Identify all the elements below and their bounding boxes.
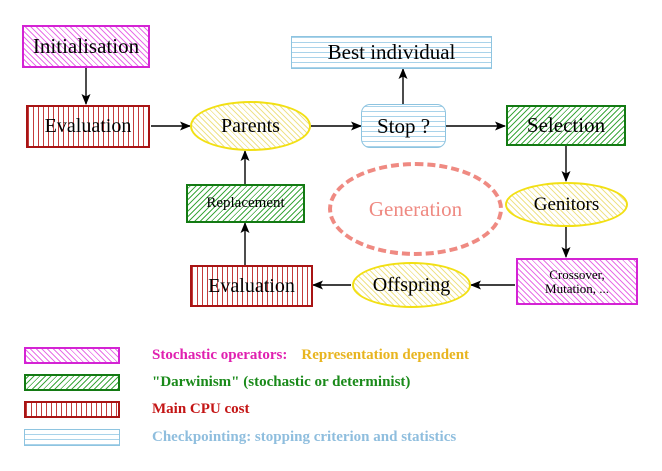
node-stop[interactable]: Stop ?: [361, 104, 446, 148]
legend-swatch-green-hatch: [24, 373, 120, 391]
node-crossover-mutation[interactable]: Crossover, Mutation, ...: [516, 258, 638, 305]
node-initialisation-label: Initialisation: [32, 34, 140, 59]
legend-label-stochastic-operators: Stochastic operators:: [152, 346, 288, 363]
node-parents[interactable]: Parents: [190, 101, 311, 151]
node-evaluation-bottom-label: Evaluation: [208, 274, 295, 297]
node-evaluation-bottom[interactable]: Evaluation: [190, 265, 313, 307]
legend-swatch-red-hatch: [24, 400, 120, 418]
node-replacement[interactable]: Replacement: [186, 184, 305, 223]
node-evaluation-top-label: Evaluation: [44, 115, 132, 137]
node-stop-label: Stop ?: [376, 113, 431, 138]
node-genitors-label: Genitors: [533, 193, 600, 215]
node-crossover-label-line2: Mutation, ...: [545, 280, 609, 296]
legend-label-main-cpu-cost: Main CPU cost: [152, 400, 250, 417]
node-best-individual-label: Best individual: [327, 40, 456, 65]
node-best-individual[interactable]: Best individual: [291, 36, 492, 69]
legend-swatch-magenta-hatch: [24, 346, 120, 364]
legend-row-darwinism: "Darwinism" (stochastic or determinist): [24, 369, 410, 395]
legend-label-darwinism: "Darwinism" (stochastic or determinist): [152, 373, 411, 390]
node-parents-label: Parents: [221, 114, 280, 137]
node-crossover-label-line1: Crossover,: [549, 266, 605, 282]
node-offspring-label: Offspring: [372, 273, 451, 296]
legend-label-checkpointing: Checkpointing: stopping criterion and st…: [152, 428, 457, 445]
legend-label-representation-dependent: Representation dependent: [301, 346, 470, 363]
node-selection[interactable]: Selection: [506, 105, 626, 146]
legend-swatch-blue-hatch: [24, 428, 120, 446]
node-offspring[interactable]: Offspring: [352, 262, 471, 308]
node-generation: Generation: [328, 162, 503, 256]
node-replacement-label: Replacement: [206, 194, 285, 211]
legend-row-checkpointing: Checkpointing: stopping criterion and st…: [24, 424, 456, 450]
node-selection-label: Selection: [526, 113, 606, 138]
node-evaluation-top[interactable]: Evaluation: [26, 105, 150, 148]
legend-row-stochastic-operators: Stochastic operators: Representation dep…: [24, 342, 469, 368]
node-generation-label: Generation: [368, 196, 463, 221]
legend: Stochastic operators: Representation dep…: [0, 336, 662, 471]
node-initialisation[interactable]: Initialisation: [22, 25, 150, 68]
legend-row-main-cpu-cost: Main CPU cost: [24, 396, 250, 422]
node-genitors[interactable]: Genitors: [505, 182, 628, 227]
